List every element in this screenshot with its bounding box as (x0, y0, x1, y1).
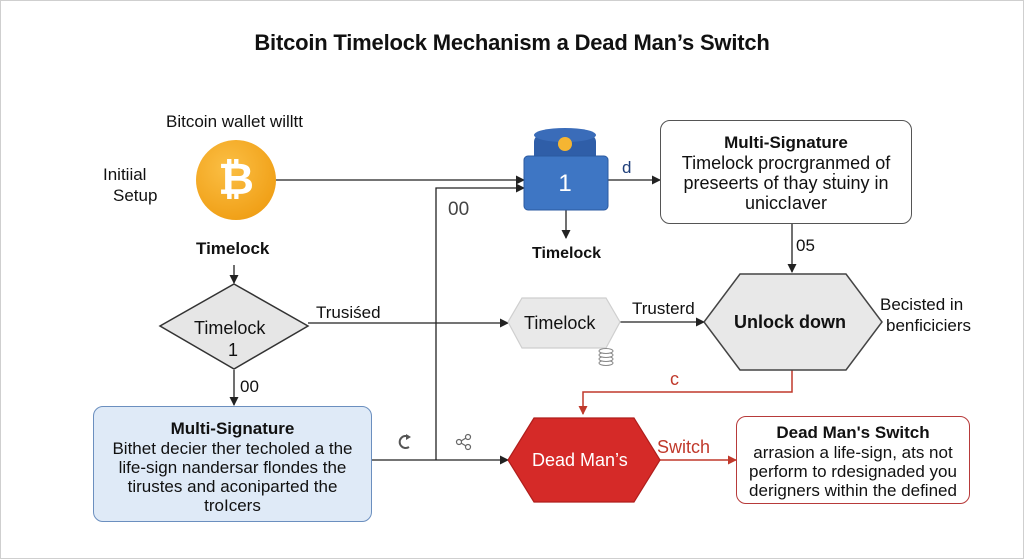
initial-setup-label: Initiial Setup (103, 164, 157, 206)
hardware-wallet-icon (523, 128, 609, 211)
switch-label: Switch (657, 437, 711, 457)
multisig-top-line-1: Timelock procrgranmed of (681, 153, 891, 173)
label-trusted-left: Trusiśed (316, 303, 381, 322)
label-trusted-right: Trusterd (632, 299, 695, 318)
diagram-title: Bitcoin Timelock Mechanism a Dead Man’s … (254, 30, 770, 55)
share-icon (455, 433, 472, 451)
refresh-icon (398, 434, 411, 449)
dms-line-3: derigners within the defined (749, 481, 957, 500)
timelock-diamond (158, 283, 310, 370)
multisig-top-heading: Multi-Signature (724, 133, 848, 152)
multisig-top-line-2: preseerts of thay sṫuiny in (683, 173, 889, 193)
diamond-line-1: Timelock (194, 318, 266, 338)
arrow-unlock-to-deadmans (578, 370, 793, 415)
dead-mans-switch-box: Dead Man's Switch arrasion a life-sign, … (736, 416, 970, 504)
timelock-label-left: Timelock (196, 239, 270, 258)
label-00-left: 00 (240, 377, 259, 396)
dms-line-1: arrasion a life-sign, ats not (753, 443, 953, 462)
pill-label: Timelock (524, 313, 596, 333)
label-00-mid: 00 (448, 199, 470, 220)
multisig-box-left: Multi-Signature Bithet decier ther techo… (93, 406, 372, 522)
line-center-vertical (435, 183, 525, 460)
multisig-left-heading: Multi-Signature (170, 419, 295, 438)
device-number: 1 (558, 170, 572, 197)
multisig-top-line-3: uniccIaver (744, 193, 828, 213)
beneficiaries-line-2: benficiciers (886, 316, 972, 335)
initial-setup-line-1: Initiial (103, 165, 147, 184)
unlock-label: Unlock down (734, 312, 846, 332)
dms-line-2: perform to rdesignaded you (749, 462, 957, 481)
multisig-left-line-3: tirustes and aconiparted the (127, 477, 338, 496)
beneficiaries-line-1: Becisted in (880, 295, 964, 314)
wallet-caption: Bitcoin wallet willtt (166, 112, 303, 131)
deadmans-hexagon (507, 417, 661, 503)
multisig-box-top: Multi-Signature Timelock procrgranmed of… (660, 120, 912, 224)
multisig-left-line-4: troIcers (204, 496, 261, 515)
deadmans-label: Dead Man’s (532, 450, 628, 470)
initial-setup-line-2: Setup (113, 186, 158, 205)
label-05: 05 (796, 236, 815, 255)
coin-stack-icon (598, 348, 614, 366)
diamond-line-2: 1 (228, 340, 239, 360)
bitcoin-icon: ₿ (196, 140, 276, 220)
dms-heading: Dead Man's Switch (776, 423, 930, 442)
unlock-hexagon (703, 273, 883, 371)
beneficiaries-label: Becisted in benficiciers (880, 294, 971, 336)
label-c: c (670, 369, 679, 389)
multisig-left-line-1: Bithet decier ther techoled a the (112, 439, 353, 458)
timelock-label-mid: Timelock (532, 245, 602, 262)
label-d: d (622, 158, 632, 177)
multisig-left-line-2: life-sign nandersar flondes the (118, 458, 347, 477)
